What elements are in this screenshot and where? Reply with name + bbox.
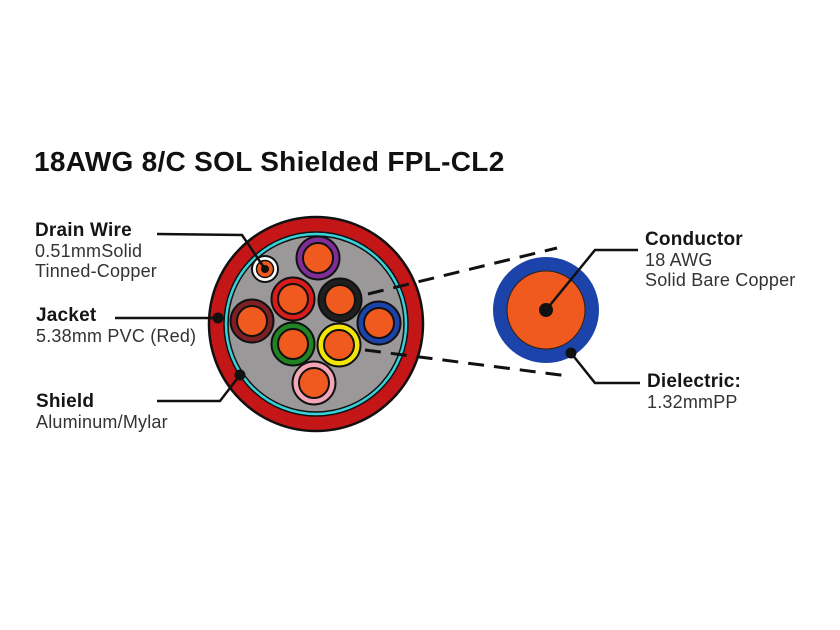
conductor-black-core [324,284,356,316]
conductor-blue-core [363,307,395,339]
leader-drain-wire [156,232,267,270]
leader-dot-jacket [212,312,224,324]
leader-dot-drain-wire [261,265,269,273]
leader-shield [157,374,241,403]
dielectric-heading: Dielectric: [647,371,742,392]
conductor-spec-line: 18 AWG [645,250,713,270]
conductor-heading: Conductor [645,229,743,250]
drain-wire-spec-line: 0.51mmSolid [35,241,143,261]
magnifier-line-top [367,246,558,296]
leader-dot-dielectric [565,347,577,359]
callout-conductor: Conductor 18 AWG Solid Bare Copper [645,229,796,290]
conductor-yellow-core [323,329,355,361]
conductor-red-core [277,283,309,315]
conductor-pink-core [298,367,330,399]
magnifier-line-bottom [364,348,569,378]
shield-spec-line: Aluminum/Mylar [36,412,168,432]
drain-wire-spec-line: Tinned-Copper [35,261,157,281]
callout-dielectric: Dielectric: 1.32mmPP [647,371,741,412]
dielectric-spec-line: 1.32mmPP [647,392,738,412]
leader-dot-conductor [539,303,553,317]
leader-dot-shield [234,369,246,381]
jacket-spec-line: 5.38mm PVC (Red) [36,326,197,346]
callout-shield: Shield Aluminum/Mylar [36,391,168,432]
leader-dielectric [570,352,640,385]
conductor-green-core [277,328,309,360]
jacket-heading: Jacket [36,305,97,326]
leader-conductor [545,248,638,311]
conductor-spec-line: Solid Bare Copper [645,270,796,290]
drain-wire-heading: Drain Wire [35,220,132,241]
conductor-purple-core [302,242,334,274]
conductor-brown-core [236,305,268,337]
callout-drain-wire: Drain Wire 0.51mmSolid Tinned-Copper [35,220,157,281]
page-title: 18AWG 8/C SOL Shielded FPL-CL2 [34,146,505,177]
shield-heading: Shield [36,391,95,412]
callout-jacket: Jacket 5.38mm PVC (Red) [36,305,196,346]
